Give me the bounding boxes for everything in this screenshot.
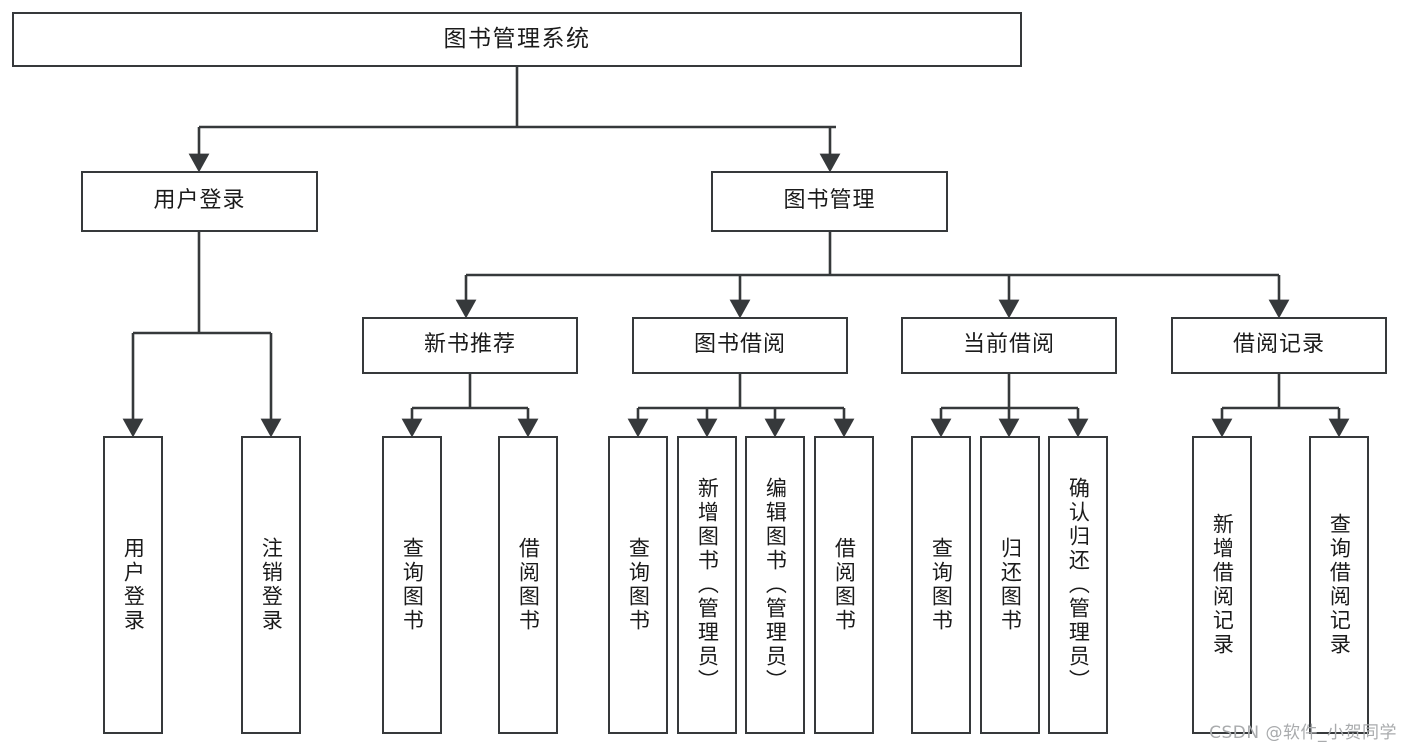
node-book-borrow-label: 图书借阅 xyxy=(693,332,786,358)
node-borrow-record-label: 借阅记录 xyxy=(1232,332,1325,358)
node-user-login[interactable]: 用户登录 xyxy=(81,171,318,232)
node-book-manage-label: 图书管理 xyxy=(783,188,876,214)
leaf-return-book-label: 归还图书 xyxy=(998,537,1023,633)
leaf-query-record-label: 查询借阅记录 xyxy=(1327,513,1352,657)
leaf-borrow-book-2[interactable]: 借阅图书 xyxy=(814,436,874,734)
leaf-return-book[interactable]: 归还图书 xyxy=(980,436,1040,734)
leaf-query-book-2-label: 查询图书 xyxy=(626,537,651,633)
leaf-query-book-3[interactable]: 查询图书 xyxy=(911,436,971,734)
leaf-add-record[interactable]: 新增借阅记录 xyxy=(1192,436,1252,734)
leaf-query-book-3-label: 查询图书 xyxy=(929,537,954,633)
watermark: CSDN @软件_小贺同学 xyxy=(1209,723,1397,743)
leaf-logout-login-label: 注销登录 xyxy=(259,537,284,633)
leaf-add-record-label: 新增借阅记录 xyxy=(1210,513,1235,657)
node-root-label: 图书管理系统 xyxy=(443,25,591,52)
leaf-add-book-label: 新增图书（管理员） xyxy=(695,477,720,693)
leaf-query-book-1[interactable]: 查询图书 xyxy=(382,436,442,734)
node-root[interactable]: 图书管理系统 xyxy=(12,12,1022,67)
node-new-book-recommend[interactable]: 新书推荐 xyxy=(362,317,578,374)
leaf-edit-book[interactable]: 编辑图书（管理员） xyxy=(745,436,805,734)
leaf-confirm-return[interactable]: 确认归还（管理员） xyxy=(1048,436,1108,734)
leaf-confirm-return-label: 确认归还（管理员） xyxy=(1066,477,1091,693)
leaf-borrow-book-1-label: 借阅图书 xyxy=(516,537,541,633)
node-current-borrow[interactable]: 当前借阅 xyxy=(901,317,1117,374)
leaf-user-login-label: 用户登录 xyxy=(121,537,146,633)
leaf-borrow-book-1[interactable]: 借阅图书 xyxy=(498,436,558,734)
leaf-user-login[interactable]: 用户登录 xyxy=(103,436,163,734)
leaf-borrow-book-2-label: 借阅图书 xyxy=(832,537,857,633)
leaf-query-book-1-label: 查询图书 xyxy=(400,537,425,633)
leaf-add-book[interactable]: 新增图书（管理员） xyxy=(677,436,737,734)
node-new-book-recommend-label: 新书推荐 xyxy=(423,332,516,358)
leaf-logout-login[interactable]: 注销登录 xyxy=(241,436,301,734)
leaf-edit-book-label: 编辑图书（管理员） xyxy=(763,477,788,693)
node-user-login-label: 用户登录 xyxy=(153,188,246,214)
node-book-manage[interactable]: 图书管理 xyxy=(711,171,948,232)
leaf-query-record[interactable]: 查询借阅记录 xyxy=(1309,436,1369,734)
leaf-query-book-2[interactable]: 查询图书 xyxy=(608,436,668,734)
node-current-borrow-label: 当前借阅 xyxy=(962,332,1055,358)
node-book-borrow[interactable]: 图书借阅 xyxy=(632,317,848,374)
node-borrow-record[interactable]: 借阅记录 xyxy=(1171,317,1387,374)
